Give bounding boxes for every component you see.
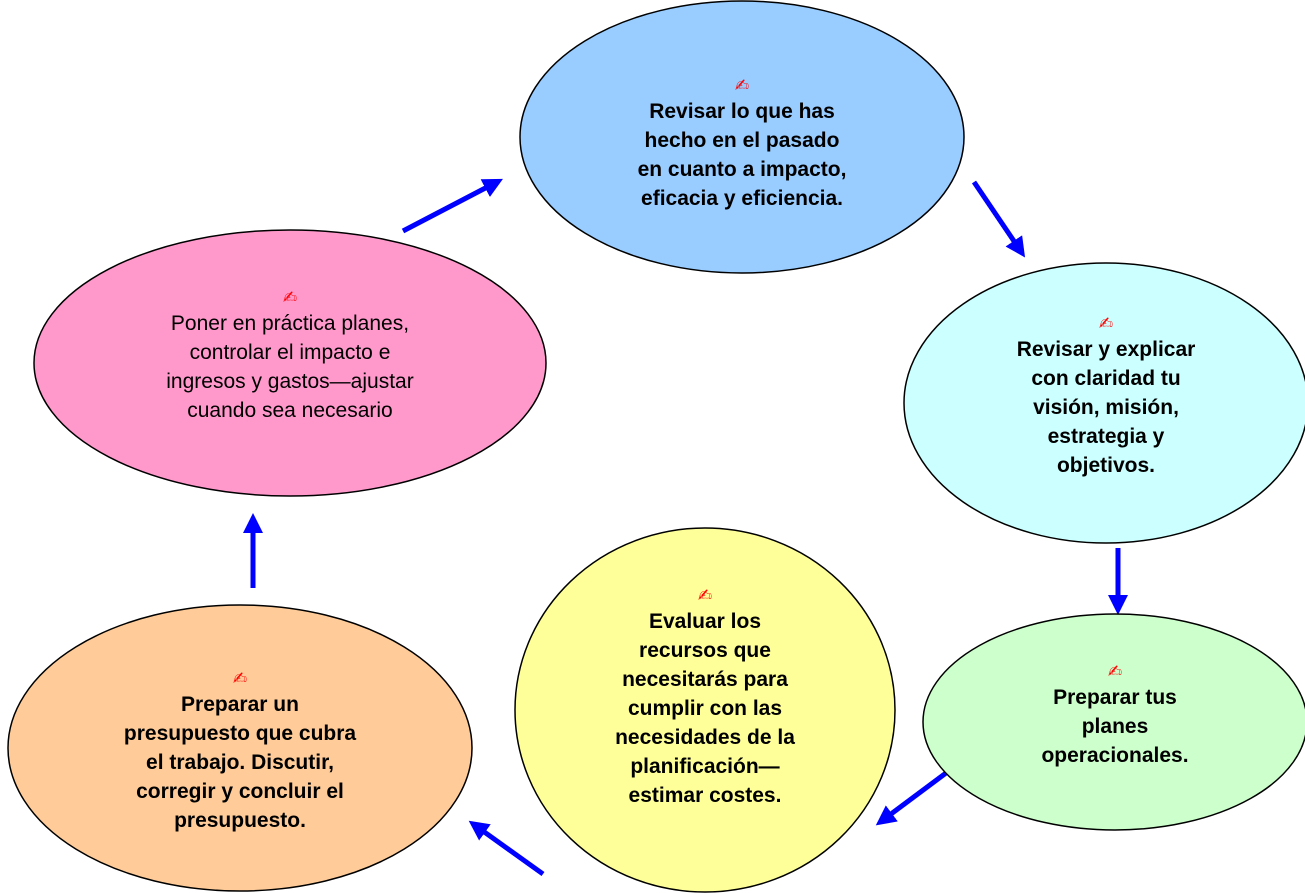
node-text: Poner en práctica planes, controlar el i… bbox=[166, 312, 414, 422]
node-vision-mission bbox=[903, 262, 1305, 544]
arrow-implement-plans-to-review-past bbox=[401, 178, 503, 234]
node-text: Evaluar los recursos que necesitarás par… bbox=[615, 610, 795, 807]
node-operational-plans bbox=[922, 613, 1305, 831]
arrow-evaluate-resources-to-prepare-budget bbox=[468, 820, 545, 877]
nodes-layer bbox=[7, 0, 1305, 893]
edges-layer bbox=[243, 178, 1128, 877]
node-text: Revisar lo que has hecho en el pasado en… bbox=[637, 100, 847, 210]
pencil-icon: ✍ bbox=[1098, 314, 1114, 334]
node-review-past bbox=[519, 0, 965, 274]
pencil-icon: ✍ bbox=[734, 76, 750, 96]
node-text: Preparar un presupuesto que cubra el tra… bbox=[123, 693, 357, 832]
node-label-operational-plans: ✍ Preparar tus planes operacionales. bbox=[975, 662, 1255, 770]
node-evaluate-resources bbox=[514, 527, 896, 893]
arrow-review-past-to-vision-mission bbox=[971, 180, 1026, 258]
node-label-review-past: ✍ Revisar lo que has hecho en el pasado e… bbox=[577, 76, 907, 213]
node-label-evaluate-resources: ✍ Evaluar los recursos que necesitarás pa… bbox=[560, 586, 850, 810]
node-label-prepare-budget: ✍ Preparar un presupuesto que cubra el tr… bbox=[60, 669, 420, 835]
node-text: Preparar tus planes operacionales. bbox=[1041, 686, 1189, 767]
node-label-implement-plans: ✍ Poner en práctica planes, controlar el … bbox=[90, 288, 490, 425]
arrow-operational-plans-to-evaluate-resources bbox=[875, 770, 948, 826]
pencil-icon: ✍ bbox=[232, 669, 248, 689]
node-label-vision-mission: ✍ Revisar y explicar con claridad tu visi… bbox=[956, 314, 1256, 480]
node-text: Revisar y explicar con claridad tu visió… bbox=[1016, 338, 1196, 477]
node-implement-plans bbox=[33, 229, 547, 497]
pencil-icon: ✍ bbox=[697, 586, 713, 606]
pencil-icon: ✍ bbox=[1107, 662, 1123, 682]
node-prepare-budget bbox=[7, 604, 473, 892]
pencil-icon: ✍ bbox=[282, 288, 298, 308]
